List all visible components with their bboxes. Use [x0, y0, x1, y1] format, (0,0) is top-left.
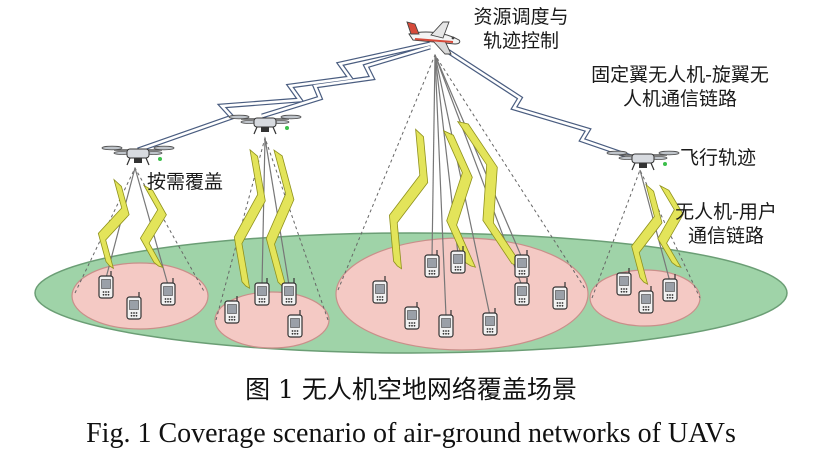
rotor-drone-icon [228, 114, 302, 135]
uav-user-link-line [434, 54, 447, 317]
fixed-rotor-link-label: 固定翼无人机-旋翼无 人机通信链路 [560, 63, 800, 111]
lightning-link-icon [388, 128, 429, 270]
fixed-wing-aircraft-icon [406, 21, 461, 55]
rotor-drone-icon [606, 150, 680, 171]
fixed-rotor-link-line2: 人机通信链路 [622, 88, 737, 110]
lightning-link-icon [442, 129, 477, 268]
wireless-link-bolts [97, 120, 684, 289]
uav-user-link-line1: 无人机-用户 [675, 201, 777, 223]
fixed-rotor-link-line1: 固定翼无人机-旋翼无 [591, 64, 769, 86]
lightning-link-icon [657, 184, 684, 268]
uav-user-link-line [264, 137, 290, 286]
coverage-cone-4 [591, 168, 701, 299]
uav-user-link-line [434, 54, 523, 259]
uav-user-link-line [431, 54, 436, 259]
backhaul-link-core [137, 42, 431, 152]
lightning-link-icon [631, 183, 663, 286]
on-demand-coverage-label: 按需覆盖 [147, 171, 224, 193]
figure-caption-chinese: 图 1 无人机空地网络覆盖场景 [245, 375, 577, 404]
backhaul-link-core [261, 45, 431, 118]
resource-scheduling-line2: 轨迹控制 [482, 30, 559, 52]
resource-scheduling-line1: 资源调度与 [473, 6, 569, 28]
lightning-link-icon [139, 184, 167, 269]
flight-trajectory-label: 飞行轨迹 [680, 147, 757, 169]
lightning-link-icon [233, 148, 266, 289]
uav-user-link-line [261, 137, 266, 286]
fixed-rotor-backhaul-links [137, 41, 641, 163]
backhaul-link-core [445, 48, 641, 162]
uav-user-link-label: 无人机-用户 通信链路 [664, 200, 788, 248]
figure-caption-english: Fig. 1 Coverage scenario of air-ground n… [86, 418, 736, 449]
rotor-drone-icon [101, 145, 175, 166]
lightning-link-icon [97, 178, 130, 270]
resource-scheduling-label: 资源调度与 轨迹控制 [456, 5, 586, 53]
uav-user-link-line2: 通信链路 [687, 225, 764, 247]
